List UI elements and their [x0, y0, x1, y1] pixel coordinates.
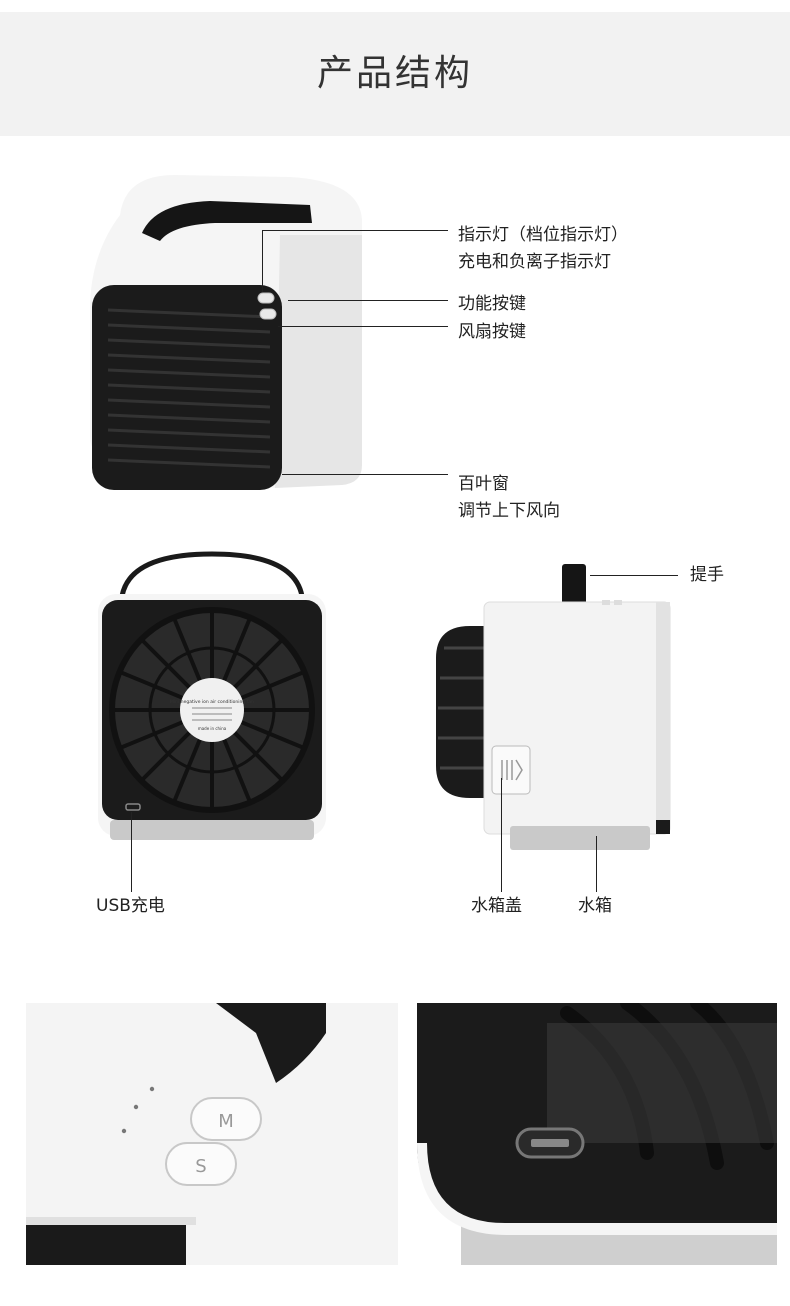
product-side-face [275, 187, 362, 488]
label-function-key: 功能按键 [458, 294, 526, 314]
product-side-view [436, 564, 671, 850]
s-glyph: S [195, 1156, 206, 1177]
handle-strap [142, 201, 312, 241]
side-body [483, 601, 671, 835]
label-handle: 提手 [690, 565, 724, 585]
usb-port [125, 803, 141, 811]
fan-button [259, 308, 277, 320]
leader-tank [596, 836, 597, 892]
leader-indicator [262, 230, 448, 231]
label-indicator-line1: 指示灯（档位指示灯） [458, 225, 628, 245]
page-title: 产品结构 [316, 53, 473, 94]
side-handle [562, 564, 586, 610]
closeup-buttons-photo: M S [26, 1003, 398, 1265]
fan-sticker [180, 678, 244, 742]
leader-fan-key [278, 326, 448, 327]
side-fan-grille [436, 626, 492, 798]
closeup-strap [216, 1003, 326, 1083]
sticker-made-in: made in china [198, 726, 227, 731]
tank-lid [491, 745, 531, 795]
label-usb-charging: USB充电 [96, 896, 165, 916]
leader-function-key [288, 300, 448, 301]
back-handle [119, 551, 305, 597]
louver-slats [107, 308, 271, 469]
product-back-view: Mini negative ion air conditioning fan m… [98, 551, 326, 840]
leader-handle [590, 575, 678, 576]
water-tank [510, 826, 650, 850]
label-louver-line1: 百叶窗 [458, 474, 509, 494]
function-button [257, 292, 275, 304]
closeup-s-button [165, 1142, 237, 1186]
header-banner [0, 12, 790, 136]
closeup-usb-photo [417, 1003, 777, 1265]
leader-louver [282, 474, 448, 475]
lid-arrow-icon [501, 759, 523, 781]
label-louver-line2: 调节上下风向 [458, 501, 560, 521]
leader-indicator-vertical [262, 230, 263, 292]
side-grille-bars [438, 646, 490, 770]
label-tank-lid: 水箱盖 [471, 896, 522, 916]
leader-usb [131, 812, 132, 892]
label-indicator-line2: 充电和负离子指示灯 [458, 252, 611, 272]
base [110, 820, 314, 840]
leader-tank-lid [501, 778, 502, 892]
label-tank: 水箱 [578, 896, 612, 916]
fan-sticker-text: Mini negative ion air conditioning fan [170, 699, 254, 705]
product-front-view [90, 175, 362, 490]
m-glyph: M [218, 1111, 234, 1132]
closeup-m-button [190, 1097, 262, 1141]
label-fan-key: 风扇按键 [458, 322, 526, 342]
side-edge [656, 602, 670, 834]
